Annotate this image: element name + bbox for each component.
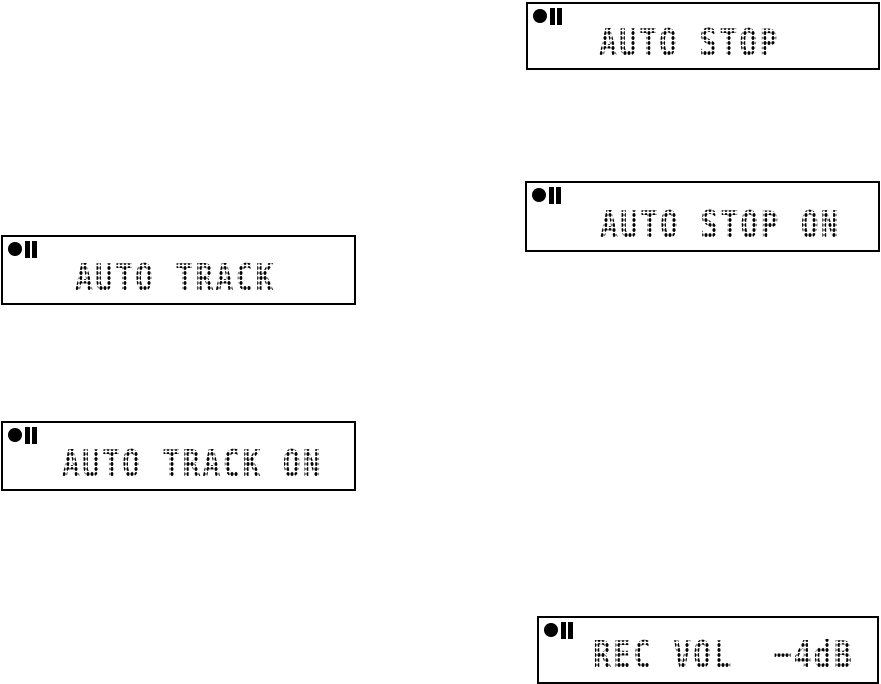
lcd-display-auto-stop-on: AUTO STOP ON (525, 181, 880, 252)
record-pause-icon (544, 621, 573, 639)
pause-bar-icon (32, 426, 37, 444)
pause-bar-icon (25, 240, 30, 258)
pause-bar-icon (556, 186, 561, 204)
pause-bar-icon (568, 621, 573, 639)
lcd-display-auto-stop: AUTO STOP (526, 2, 880, 70)
pause-bar-icon (550, 7, 555, 25)
pause-bar-icon (25, 426, 30, 444)
lcd-display-auto-track-on: AUTO TRACK ON (1, 421, 356, 491)
record-pause-icon (8, 426, 37, 444)
lcd-display-rec-vol: REC VOL −4dB (537, 616, 879, 684)
lcd-display-text: AUTO TRACK ON (62, 442, 323, 487)
record-dot-icon (8, 242, 22, 256)
pause-bar-icon (549, 186, 554, 204)
lcd-display-text: REC VOL −4dB (593, 633, 854, 678)
record-dot-icon (532, 188, 546, 202)
record-dot-icon (8, 428, 22, 442)
pause-bar-icon (32, 240, 37, 258)
lcd-display-text: AUTO TRACK (75, 256, 276, 301)
lcd-display-auto-track: AUTO TRACK (1, 235, 356, 305)
record-dot-icon (544, 623, 558, 637)
record-pause-icon (533, 7, 562, 25)
lcd-display-text: AUTO STOP (599, 21, 780, 66)
pause-bar-icon (561, 621, 566, 639)
record-dot-icon (533, 9, 547, 23)
pause-bar-icon (557, 7, 562, 25)
record-pause-icon (8, 240, 37, 258)
record-pause-icon (532, 186, 561, 204)
lcd-display-text: AUTO STOP ON (600, 203, 841, 248)
